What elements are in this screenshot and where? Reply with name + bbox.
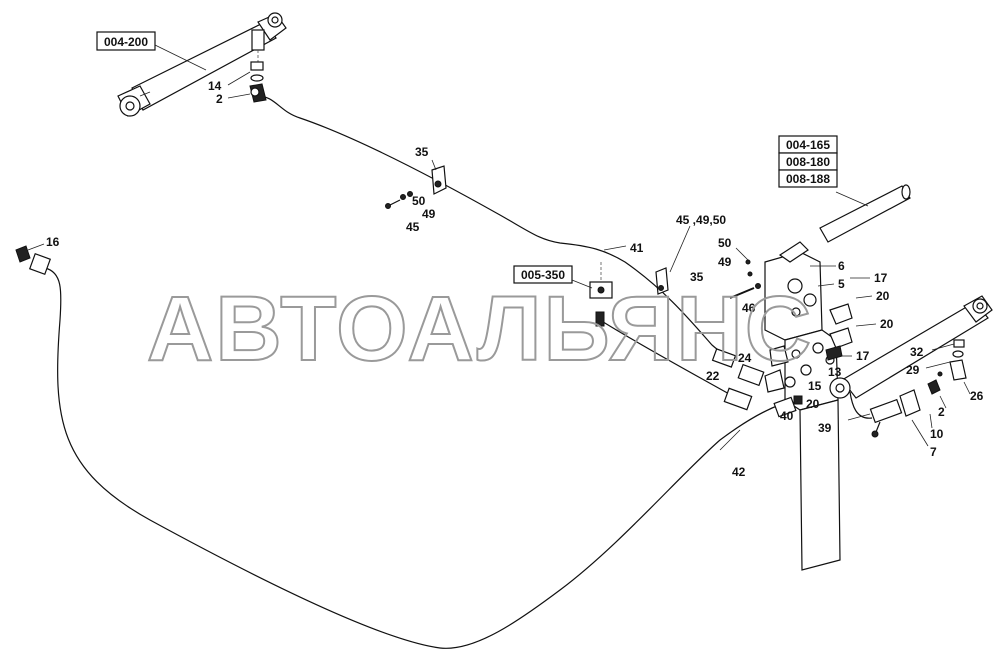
fittings-32-29-26 [949, 339, 967, 381]
label-45-49-50: 45 ,49,50 [676, 213, 726, 227]
valve-block [764, 241, 853, 571]
cylinder-top-left [117, 12, 287, 117]
label-49-mid: 49 [718, 255, 732, 269]
label-45-top: 45 [406, 220, 420, 234]
label-50-top: 50 [412, 194, 426, 208]
block-005-350 [589, 262, 613, 327]
label-15: 15 [808, 379, 822, 393]
fitting-16 [15, 243, 52, 276]
label-10: 10 [930, 427, 944, 441]
label-46: 46 [742, 301, 756, 315]
label-26: 26 [970, 389, 984, 403]
cylinder-right [829, 295, 993, 399]
label-35-top: 35 [415, 145, 429, 159]
label-35-mid: 35 [690, 270, 704, 284]
hose-top [257, 95, 733, 359]
label-50-mid: 50 [718, 236, 732, 250]
label-42: 42 [732, 465, 746, 479]
ref-box-004-165: 004-165 008-180 008-188 [778, 135, 838, 188]
label-2-right: 2 [938, 405, 945, 419]
label-32: 32 [910, 345, 924, 359]
ref-004-165: 004-165 [786, 138, 830, 152]
coupling-7 [869, 371, 943, 438]
rod-004-165 [819, 184, 911, 243]
ref-008-180: 008-180 [786, 155, 830, 169]
bracket-35-mid [655, 225, 691, 295]
label-14: 14 [208, 79, 222, 93]
label-24: 24 [738, 351, 752, 365]
ref-box-004-200: 004-200 [96, 31, 156, 51]
label-41: 41 [630, 241, 644, 255]
label-20-top: 20 [876, 289, 890, 303]
ref-008-188: 008-188 [786, 172, 830, 186]
ref-005-350: 005-350 [521, 268, 565, 282]
label-7: 7 [930, 445, 937, 459]
bracket-35-top [385, 159, 447, 209]
label-2-top: 2 [216, 92, 223, 106]
fittings-22-40 [711, 348, 803, 418]
label-20-mid: 20 [880, 317, 894, 331]
watermark-text: АВТОАЛЬЯНС [147, 278, 813, 380]
label-17-mid: 17 [856, 349, 870, 363]
label-49-top: 49 [422, 207, 436, 221]
label-16: 16 [46, 235, 60, 249]
hose-42 [44, 267, 783, 649]
hose-upper-return [599, 319, 741, 401]
label-6: 6 [838, 259, 845, 273]
ref-box-005-350: 005-350 [513, 265, 573, 284]
fittings-14-2 [249, 61, 267, 103]
label-5: 5 [838, 277, 845, 291]
label-20-low: 20 [806, 397, 820, 411]
bolt-46 [729, 259, 761, 299]
label-39: 39 [818, 421, 832, 435]
hose-39 [849, 391, 873, 419]
label-40: 40 [780, 409, 794, 423]
label-13: 13 [828, 365, 842, 379]
label-17-top: 17 [874, 271, 888, 285]
label-22: 22 [706, 369, 720, 383]
label-29: 29 [906, 363, 920, 377]
ref-004-200: 004-200 [104, 35, 148, 49]
